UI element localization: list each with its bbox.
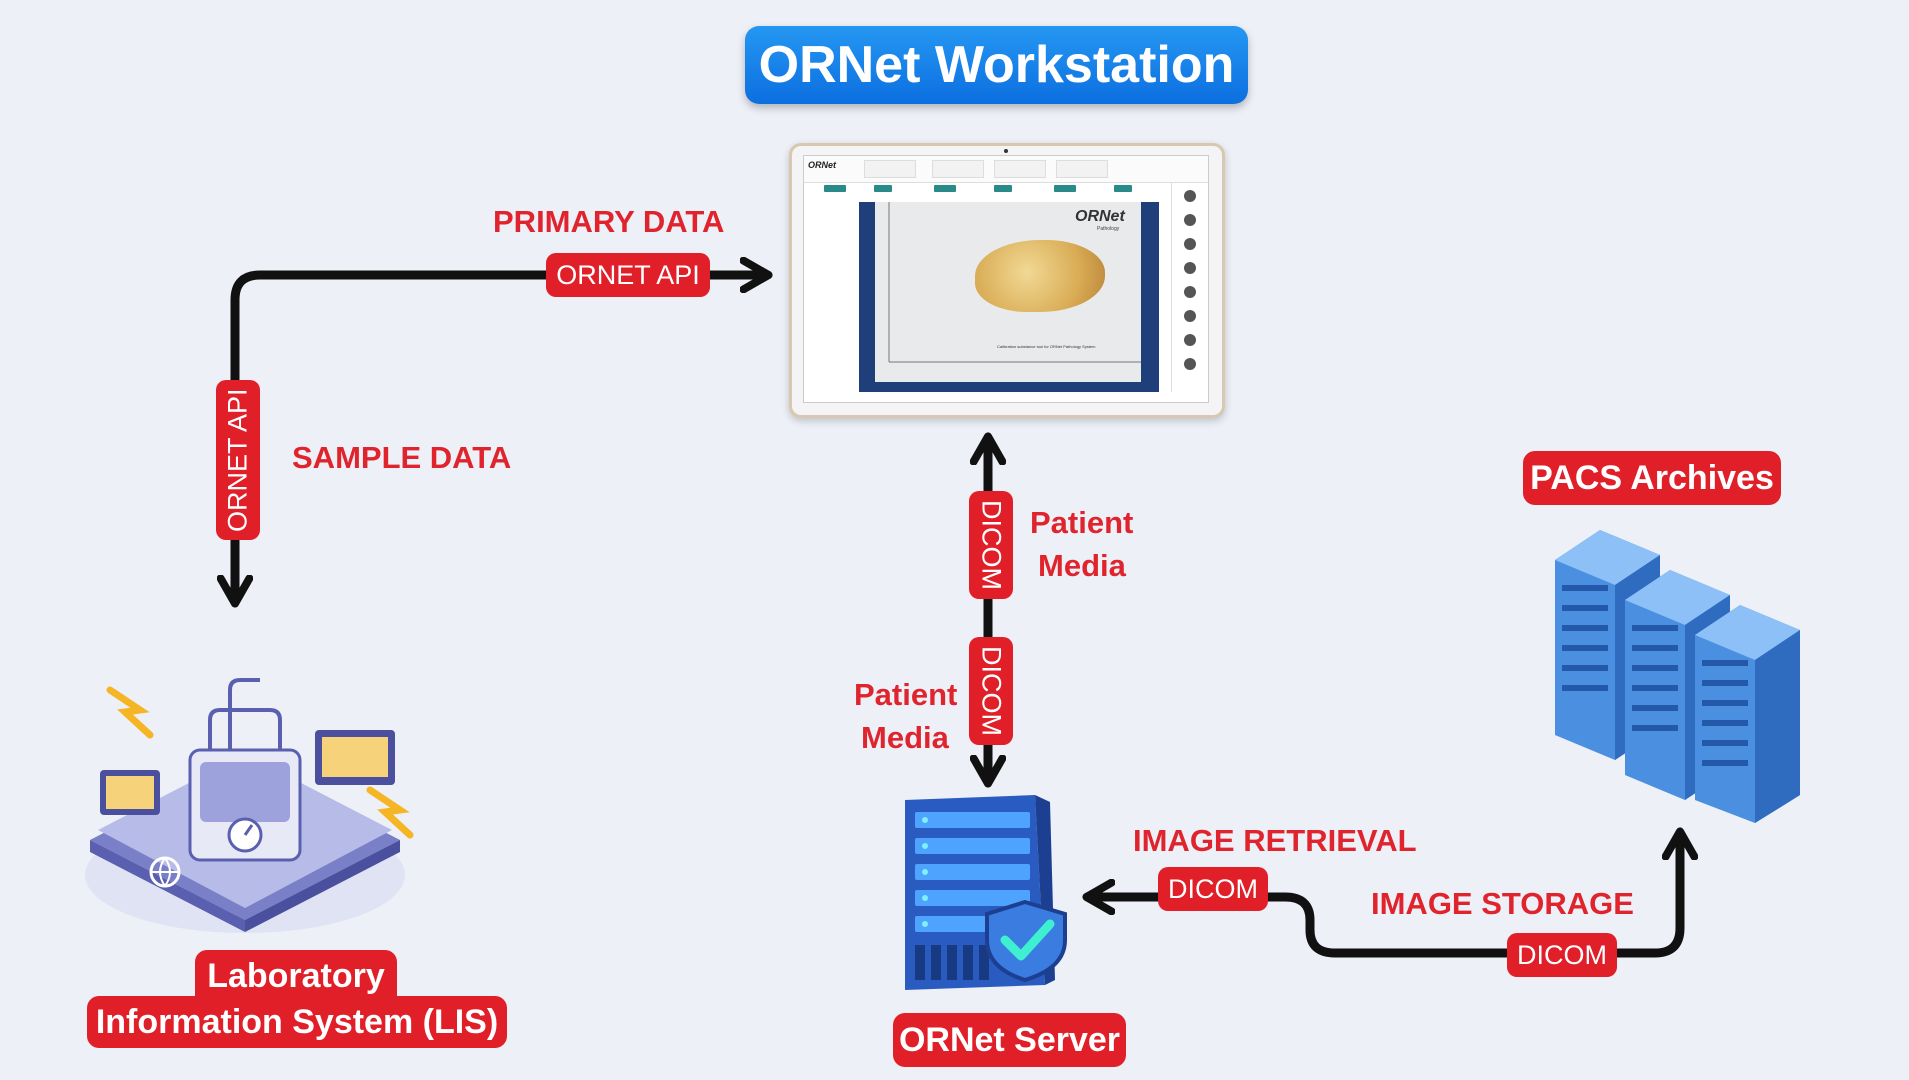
sample-data-label: SAMPLE DATA <box>292 440 512 475</box>
toolbar-chip <box>874 185 892 192</box>
lis-workstation-line <box>235 275 765 600</box>
primary-data-label: PRIMARY DATA <box>493 204 725 239</box>
tool-icon <box>1184 334 1196 346</box>
toolbar-chip <box>1054 185 1076 192</box>
specimen <box>975 240 1105 312</box>
image-logo-sub: Pathology <box>1097 226 1120 232</box>
app-toolbar: ORNet <box>804 156 1208 183</box>
shield-check-icon <box>985 899 1067 983</box>
workstation-tablet: ORNet ORNet Pathology Calibrat <box>789 143 1225 418</box>
dicom-pill-retrieval: DICOM <box>1158 867 1268 911</box>
lis-bolt-left <box>106 686 154 739</box>
dicom-pill-upper: DICOM <box>969 491 1013 599</box>
toolbar-tab <box>994 160 1046 178</box>
image-storage-label: IMAGE STORAGE <box>1371 886 1634 921</box>
toolbar-chip-row <box>804 183 1144 195</box>
tool-icon <box>1184 190 1196 202</box>
tool-icon <box>1184 238 1196 250</box>
dicom-pill-storage: DICOM <box>1507 933 1617 977</box>
ruler-grid <box>888 202 1141 363</box>
server-name: ORNet Server <box>893 1013 1126 1067</box>
lis-illustration <box>85 678 414 933</box>
pacs-server-3 <box>1695 605 1800 823</box>
patient-media-label-lower-1: Patient <box>854 677 958 712</box>
tool-icon <box>1184 310 1196 322</box>
server-pacs-line <box>1090 835 1680 958</box>
toolbar-chip <box>1114 185 1132 192</box>
ornet-api-pill-left: ORNET API <box>216 380 260 540</box>
diagram-title: ORNet Workstation <box>745 26 1248 104</box>
app-logo: ORNet <box>808 160 837 170</box>
tool-icon <box>1184 214 1196 226</box>
lis-bolt-right <box>366 786 414 839</box>
server-racks <box>915 812 1030 932</box>
toolbar-tab <box>1056 160 1108 178</box>
dicom-pill-lower: DICOM <box>969 637 1013 745</box>
toolbar-chip <box>824 185 846 192</box>
lis-platform-edge-right <box>245 840 400 932</box>
camera-dot <box>1004 149 1008 153</box>
toolbar-chip <box>934 185 956 192</box>
ornet-api-pill-top: ORNET API <box>546 253 710 297</box>
lis-name-line2: Information System (LIS) <box>87 996 507 1048</box>
pacs-illustration <box>1555 530 1800 823</box>
patient-media-label-upper-2: Media <box>1038 548 1126 583</box>
patient-media-label-upper-1: Patient <box>1030 505 1134 540</box>
lis-machine-panel <box>200 762 290 822</box>
image-retrieval-label: IMAGE RETRIEVAL <box>1133 823 1417 858</box>
ruler-background: ORNet Pathology Calibration substance to… <box>875 202 1141 382</box>
patient-media-label-lower-2: Media <box>861 720 949 755</box>
pacs-name: PACS Archives <box>1523 451 1781 505</box>
lis-cables <box>208 708 282 750</box>
server-illustration <box>905 795 1067 990</box>
app-sidebar <box>1171 182 1208 392</box>
specimen-image: ORNet Pathology Calibration substance to… <box>859 202 1159 392</box>
image-logo: ORNet <box>1075 208 1125 225</box>
toolbar-tab <box>932 160 984 178</box>
toolbar-tab <box>864 160 916 178</box>
lis-name-line1: Laboratory <box>195 950 397 1002</box>
tool-icon <box>1184 286 1196 298</box>
tool-icon <box>1184 358 1196 370</box>
image-caption: Calibration substance tool for ORNet Pat… <box>997 344 1096 349</box>
tool-icon <box>1184 262 1196 274</box>
workstation-screen: ORNet ORNet Pathology Calibrat <box>803 155 1209 403</box>
server-vents <box>915 945 989 980</box>
toolbar-chip <box>994 185 1012 192</box>
